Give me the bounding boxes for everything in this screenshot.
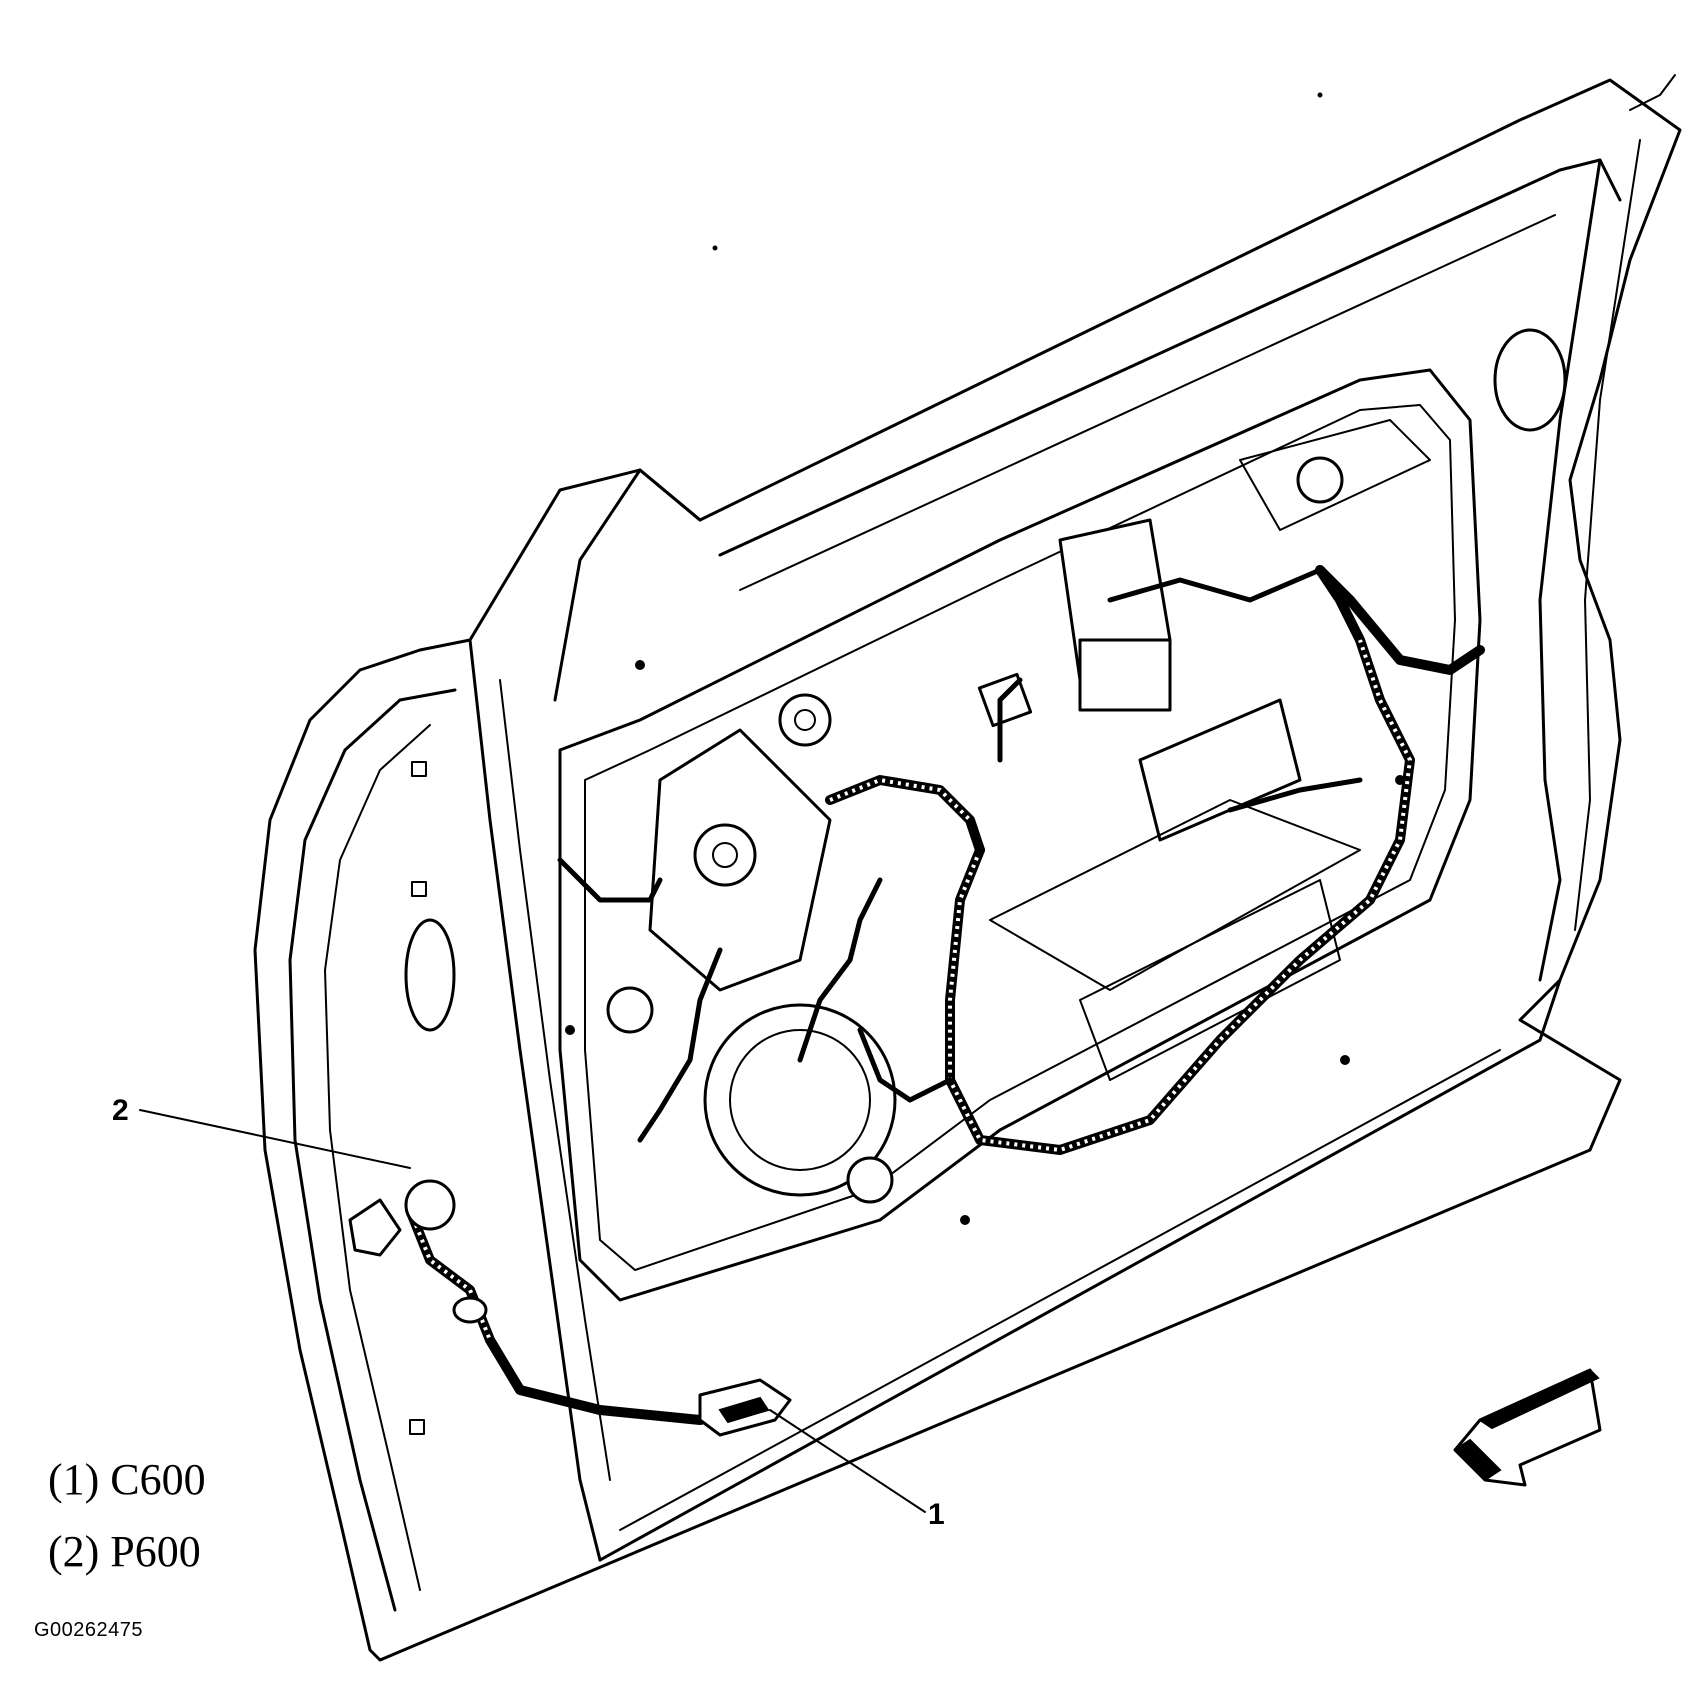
legend-item-c600: (1) C600 [48, 1455, 206, 1504]
window-regulator [606, 419, 1431, 1204]
legend-item-p600: (2) P600 [48, 1527, 201, 1576]
callout-label-2: 2 [112, 1094, 129, 1127]
wiring-harness [348, 565, 1485, 1425]
front-direction-arrow-icon [1453, 1368, 1602, 1487]
callout-label-1: 1 [928, 1498, 945, 1531]
callout-1-leader [769, 1409, 926, 1513]
callout-2-leader [139, 1109, 411, 1169]
figure-id: G00262475 [34, 1619, 144, 1641]
inner-panel [404, 328, 1567, 1435]
c600-connector-graphic [698, 1378, 792, 1437]
door-frame [253, 74, 1682, 1662]
